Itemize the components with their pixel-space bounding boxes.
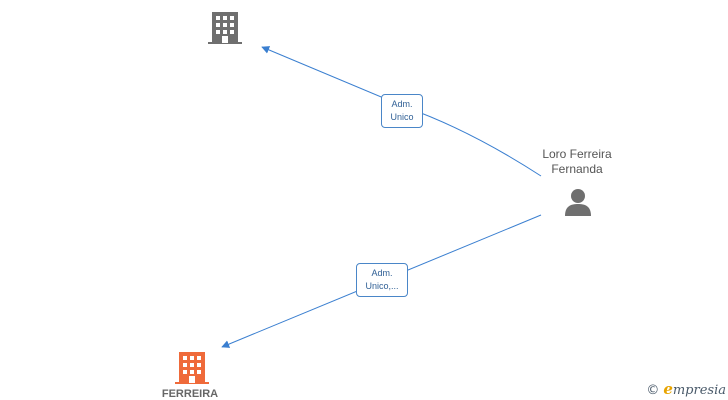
person-name-line2: Fernanda bbox=[551, 162, 603, 176]
person-node[interactable] bbox=[562, 186, 594, 218]
edge-label-line2: Unico bbox=[390, 112, 414, 122]
copyright-icon: © bbox=[646, 383, 660, 398]
company-node-bottom[interactable] bbox=[175, 350, 211, 386]
edge-label-adm-unico[interactable]: Adm. Unico bbox=[381, 94, 423, 128]
person-name-line1: Loro Ferreira bbox=[542, 147, 612, 161]
edge-label-adm-unico-more[interactable]: Adm. Unico,... bbox=[356, 263, 408, 297]
brand-initial: e bbox=[663, 380, 673, 398]
building-icon bbox=[175, 352, 209, 384]
edge-label-line1: Adm. bbox=[371, 268, 393, 278]
brand-name: mpresia bbox=[672, 383, 726, 398]
edge-label-line1: Adm. bbox=[391, 99, 413, 109]
company-node-top[interactable] bbox=[208, 10, 244, 46]
edge-label-line2: Unico,... bbox=[365, 281, 399, 291]
company-name-bottom[interactable]: FERREIRA bbox=[161, 388, 219, 400]
building-icon bbox=[208, 12, 242, 44]
empresia-watermark: ©empresia bbox=[646, 380, 726, 398]
person-name[interactable]: Loro Ferreira Fernanda bbox=[517, 147, 637, 177]
person-icon bbox=[565, 189, 591, 216]
